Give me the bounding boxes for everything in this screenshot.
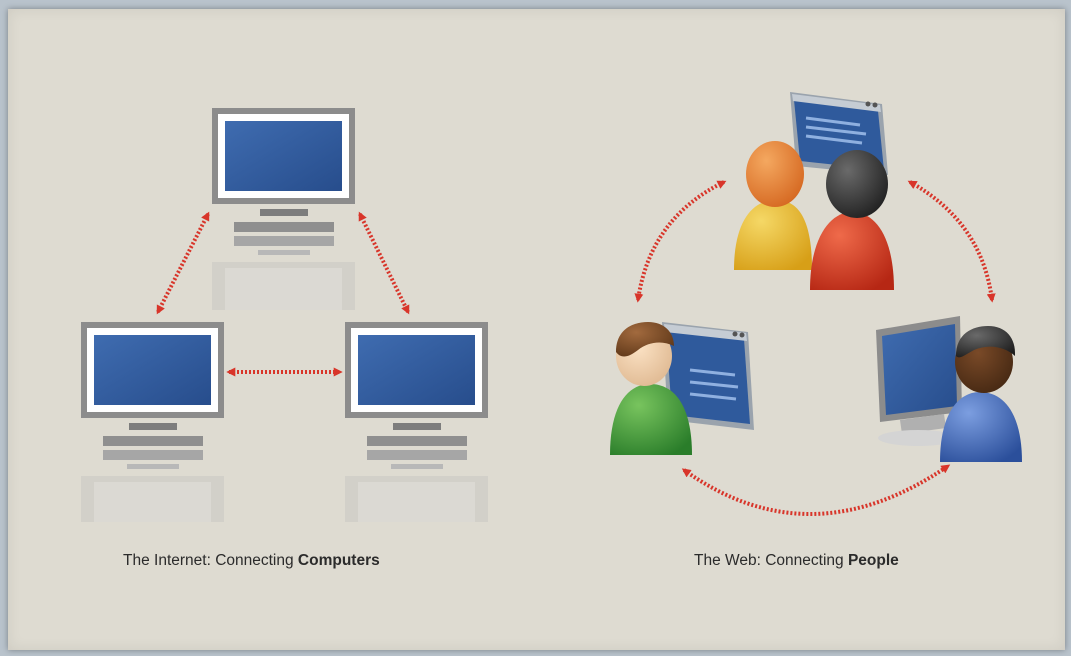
person-dark-red bbox=[810, 150, 894, 290]
people-group-right bbox=[876, 316, 1022, 462]
arrow-top-to-right bbox=[358, 211, 410, 315]
arrow-people-left-to-right bbox=[681, 464, 951, 516]
person-icon bbox=[610, 322, 692, 455]
browser-window bbox=[662, 322, 754, 430]
caption-internet: The Internet: Connecting Computers bbox=[123, 552, 380, 570]
computer-bottom-right bbox=[345, 322, 488, 522]
arrow-top-to-left bbox=[156, 211, 210, 315]
people-group-top bbox=[734, 92, 894, 290]
person-icon bbox=[734, 141, 812, 270]
caption-web-bold: People bbox=[847, 552, 899, 569]
person-icon bbox=[810, 150, 894, 290]
computer-top bbox=[212, 108, 355, 310]
computer-icon bbox=[212, 108, 355, 310]
computer-bottom-left bbox=[81, 322, 224, 522]
arrow-people-top-to-left bbox=[634, 180, 727, 303]
caption-web: The Web: Connecting People bbox=[694, 552, 899, 570]
arrow-people-top-to-right bbox=[907, 180, 996, 303]
computer-icon bbox=[81, 322, 224, 522]
people-group-left bbox=[610, 322, 754, 455]
caption-internet-bold: Computers bbox=[297, 552, 380, 569]
caption-internet-prefix: The Internet: Connecting bbox=[123, 552, 298, 569]
person-green bbox=[610, 322, 692, 455]
computer-icon bbox=[345, 322, 488, 522]
person-blue bbox=[940, 326, 1022, 462]
person-orange-yellow bbox=[734, 141, 812, 270]
person-icon bbox=[940, 326, 1022, 462]
computer-icon bbox=[876, 316, 962, 446]
caption-web-prefix: The Web: Connecting bbox=[694, 552, 848, 569]
